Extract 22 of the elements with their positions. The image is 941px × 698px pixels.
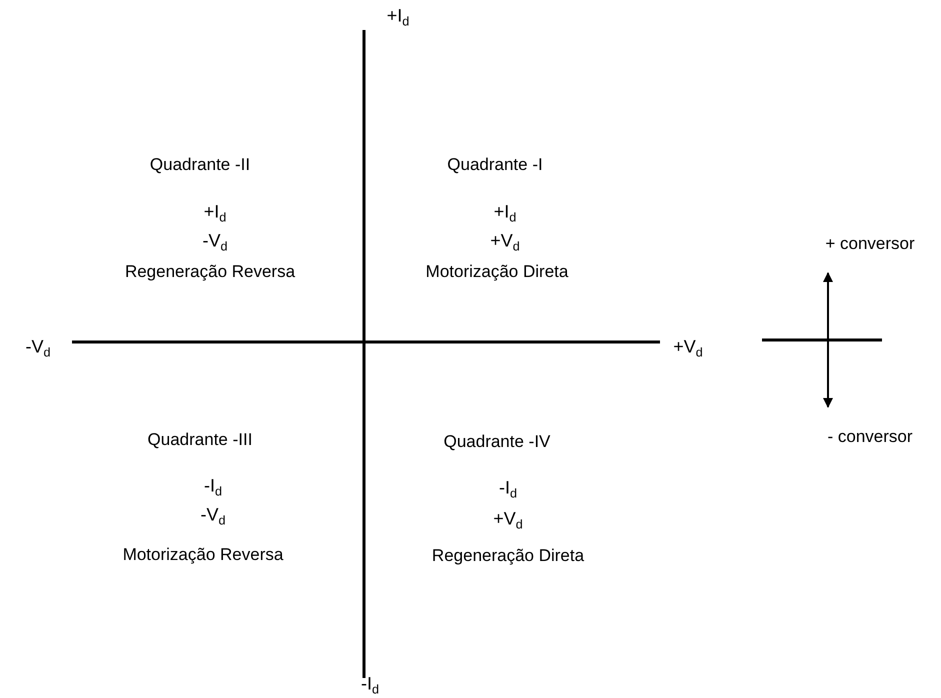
axis-label: - conversor — [827, 427, 913, 447]
axis-label: Quadrante -IV — [444, 432, 550, 452]
axis-label: Motorização Direta — [426, 262, 568, 282]
axis-label: +V$_{d}$ — [493, 508, 523, 530]
axis-label: + conversor — [825, 234, 915, 254]
axis-label: Quadrante -II — [150, 155, 250, 175]
axis-label: Quadrante -I — [447, 155, 543, 175]
axis-label: -V$_{d}$ — [26, 336, 50, 358]
axis-label: +V$_{d}$ — [673, 336, 703, 358]
axis-label: +I$_{d}$ — [386, 6, 410, 26]
axis-label: -I$_{d}$ — [361, 674, 379, 694]
axis-label: -I$_{d}$ — [204, 476, 222, 496]
axis-label: -V$_{d}$ — [202, 230, 228, 252]
axis-label: Regeneração Direta — [432, 546, 584, 566]
axis-label: Motorização Reversa — [122, 545, 284, 565]
axis-label: Quadrante -III — [148, 430, 252, 450]
axis-label: -I$_{d}$ — [499, 478, 517, 498]
axis-label: Regeneração Reversa — [124, 262, 296, 282]
axis-label: -V$_{d}$ — [200, 504, 226, 526]
axis-label: +I$_{d}$ — [204, 202, 226, 222]
axis-label: +I$_{d}$ — [494, 202, 516, 222]
axis-label: +V$_{d}$ — [490, 230, 520, 252]
